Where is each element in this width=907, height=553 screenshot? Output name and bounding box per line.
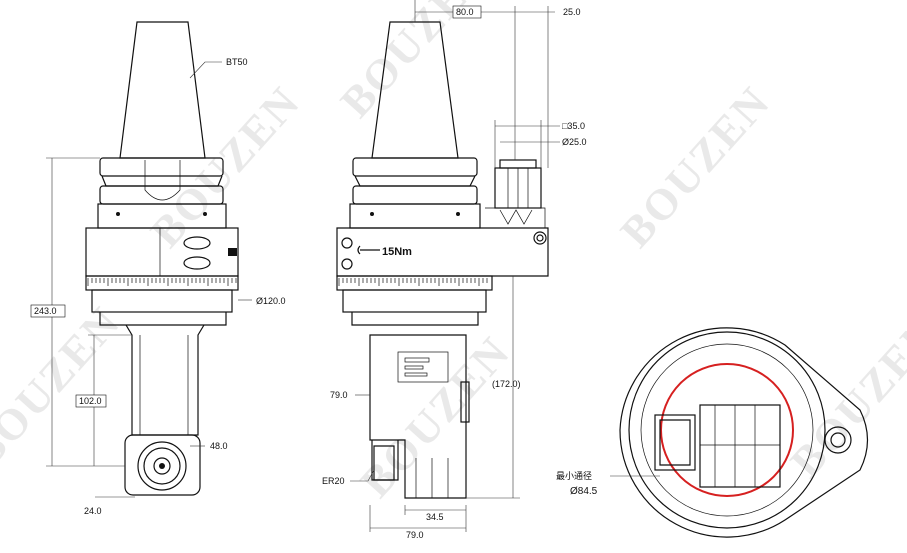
dim-d25: Ø25.0	[562, 137, 587, 147]
watermarks: BOUZEN BOUZEN BOUZEN BOUZEN BOUZEN BOUZE…	[0, 0, 907, 507]
arm	[125, 324, 205, 436]
top-view: 最小通径 Ø84.5	[556, 327, 869, 538]
min-bore-circle	[660, 363, 794, 497]
dim-34-5: 34.5	[426, 512, 444, 522]
front-view: 243.0 102.0 24.0 48.0 Ø120.0 BT50	[30, 21, 286, 516]
dim-243: 243.0	[34, 306, 57, 316]
dim-24: 24.0	[84, 506, 102, 516]
dim-102: 102.0	[79, 396, 102, 406]
watermark-3: BOUZEN	[611, 77, 780, 257]
dim-172: (172.0)	[492, 379, 521, 389]
collet-nut	[137, 441, 187, 491]
side-body	[336, 227, 549, 277]
label-min-bore: 最小通径	[556, 470, 592, 481]
dim-d84-5: Ø84.5	[570, 486, 598, 497]
top-outline	[619, 327, 869, 538]
scale-ring	[85, 275, 239, 291]
dim-80: 80.0	[456, 7, 474, 17]
watermark-5: BOUZEN	[0, 297, 130, 477]
dim-d120: Ø120.0	[256, 296, 286, 306]
dim-48: 48.0	[210, 441, 228, 451]
lower-housing	[369, 334, 467, 499]
dim-79-h: 79.0	[406, 530, 424, 540]
dim-25: 25.0	[563, 7, 581, 17]
watermark-2: BOUZEN	[331, 0, 500, 127]
label-er20: ER20	[322, 476, 345, 486]
bt50-taper	[119, 21, 206, 159]
side-view: 15Nm 80.0 25.0	[322, 0, 587, 540]
torque-label: 15Nm	[382, 246, 412, 258]
dim-79-v: 79.0	[330, 390, 348, 400]
label-bt50: BT50	[226, 57, 248, 67]
watermark-1: BOUZEN	[141, 77, 310, 257]
dim-sq35: □35.0	[562, 121, 585, 131]
